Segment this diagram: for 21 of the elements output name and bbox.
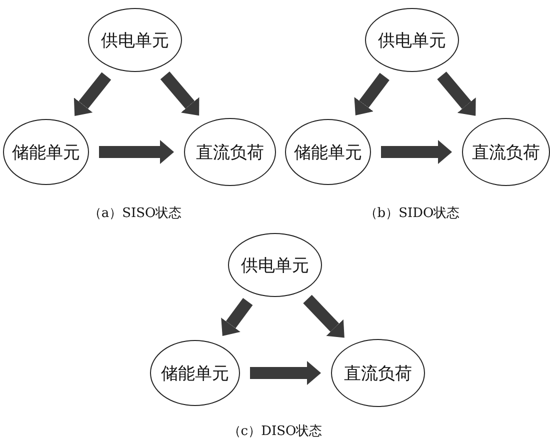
block-arrow	[160, 71, 200, 116]
unit-ellipse: 直流负荷	[184, 118, 276, 186]
block-arrow	[437, 72, 476, 116]
block-arrow	[303, 294, 344, 338]
unit-ellipse: 直流负荷	[331, 339, 425, 407]
block-arrow	[381, 140, 452, 164]
unit-ellipse: 储能单元	[3, 119, 89, 185]
block-arrow	[221, 298, 253, 336]
unit-ellipse: 供电单元	[88, 8, 182, 72]
block-arrow	[99, 140, 174, 164]
unit-ellipse: 储能单元	[150, 340, 240, 406]
unit-ellipse: 储能单元	[285, 119, 371, 185]
unit-ellipse: 直流负荷	[462, 118, 550, 186]
panel-caption: （b）SIDO状态	[364, 205, 460, 222]
panel-caption: （c）DISO状态	[228, 423, 322, 440]
unit-ellipse: 供电单元	[228, 233, 322, 297]
block-arrow	[354, 72, 390, 116]
block-arrow	[250, 361, 321, 385]
block-arrow	[74, 72, 112, 116]
panel-caption: （a）SISO状态	[88, 205, 182, 222]
unit-ellipse: 供电单元	[365, 8, 459, 72]
